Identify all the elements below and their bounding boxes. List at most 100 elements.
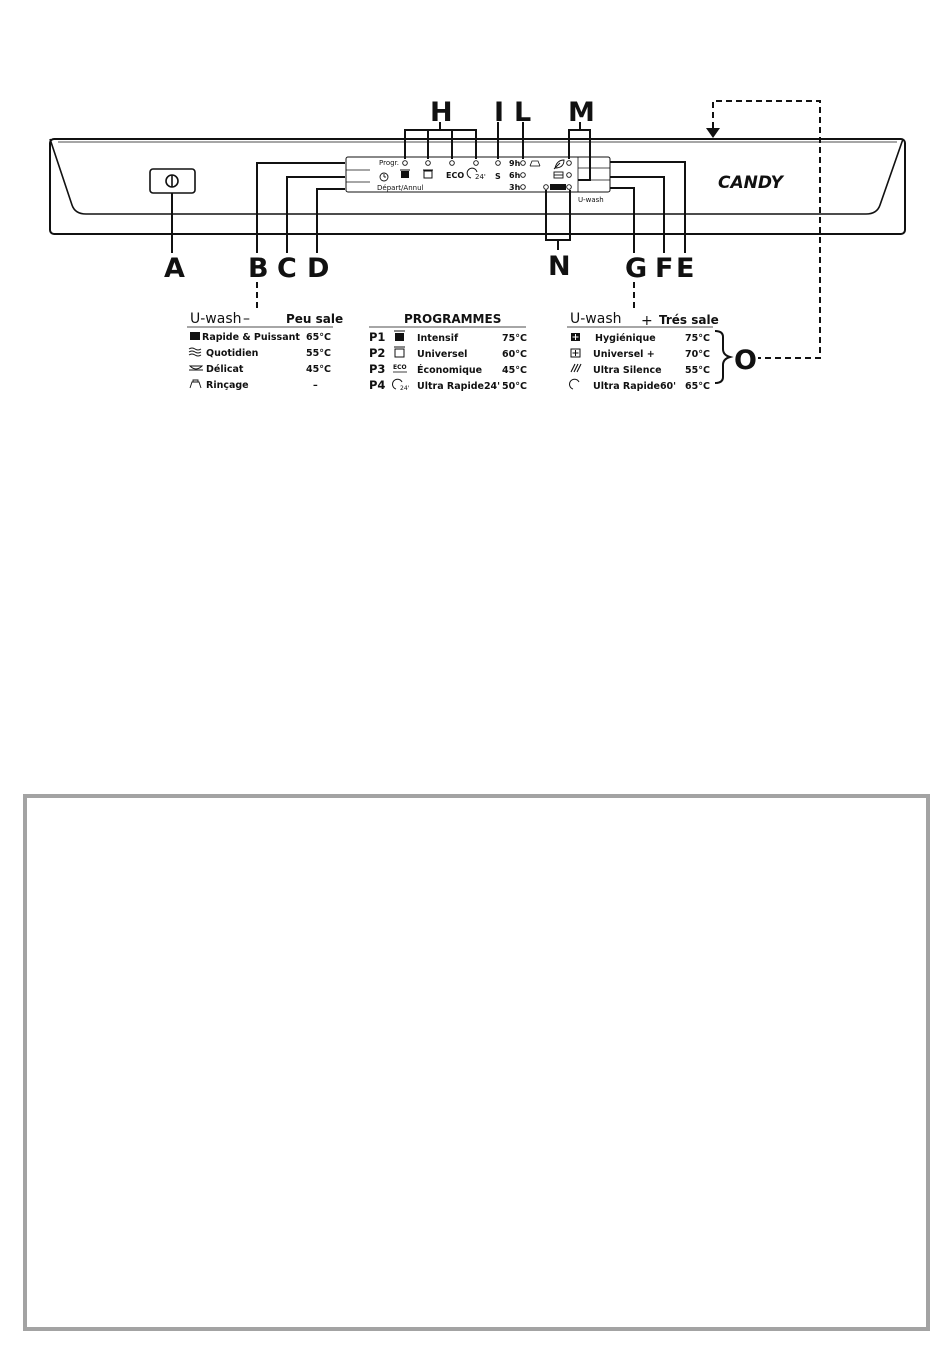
callout-n: N — [548, 251, 571, 282]
uwash-minus-title: U-wash — [190, 311, 242, 327]
universal-plus-icon — [570, 348, 581, 358]
svg-text:Ultra Silence: Ultra Silence — [593, 365, 662, 376]
pot-icon — [394, 330, 405, 341]
svg-text:Ultra Rapide60': Ultra Rapide60' — [593, 381, 676, 392]
table-uwash-minus: U-wash – Peu sale Rapide & Puissant 65°C… — [187, 311, 343, 391]
salt-icon: S — [495, 172, 501, 181]
clock-icon — [379, 172, 389, 182]
callout-e: E — [676, 253, 694, 284]
table-uwash-plus: U-wash + Trés sale Hygiénique 75°C Unive… — [567, 311, 734, 392]
table-row: Hygiénique 75°C — [571, 333, 710, 344]
svg-text:P1: P1 — [369, 330, 385, 344]
callout-b: B — [248, 253, 269, 284]
callout-m: M — [568, 97, 595, 128]
table-row: Délicat 45°C — [188, 364, 331, 375]
brace — [714, 330, 734, 384]
svg-text:–: – — [313, 380, 318, 391]
end-indicator-icon — [550, 184, 566, 190]
rinse-icon — [189, 379, 202, 389]
svg-text:24': 24' — [400, 385, 410, 392]
ultrarapid60-icon — [569, 378, 580, 390]
programmes-title: PROGRAMMES — [404, 312, 501, 326]
uwash-plus-sign: + — [641, 313, 653, 329]
svg-text:65°C: 65°C — [685, 381, 710, 392]
callout-i: I — [494, 97, 504, 128]
table-programmes: PROGRAMMES P1 Intensif 75°C P2 Universel… — [369, 312, 527, 392]
control-panel-diagram: Progr. Départ/Annul U-wash ECO 24' S 9h … — [49, 97, 906, 392]
silence-icon — [570, 363, 582, 373]
uwash-plus-title: U-wash — [570, 311, 622, 327]
table-row: Rinçage – — [189, 379, 318, 391]
program-indicator-leds — [402, 160, 572, 190]
table-row: P4 24' Ultra Rapide24' 50°C — [369, 378, 527, 392]
table-row: Universel + 70°C — [570, 348, 710, 360]
svg-text:Économique: Économique — [417, 364, 482, 376]
delay-3h-label: 3h — [509, 183, 521, 192]
svg-text:Quotidien: Quotidien — [206, 348, 259, 359]
callout-g: G — [625, 253, 647, 284]
power-button[interactable] — [149, 168, 196, 194]
callout-o: O — [734, 345, 757, 376]
callout-h: H — [430, 97, 453, 128]
notes-box — [23, 794, 930, 1331]
brand-logo: CANDY — [718, 173, 785, 193]
table-row: Ultra Rapide60' 65°C — [569, 378, 710, 392]
prog-button-label: Progr. — [379, 159, 399, 167]
svg-text:55°C: 55°C — [685, 365, 710, 376]
svg-text:P2: P2 — [369, 346, 385, 360]
table-row: P1 Intensif 75°C — [369, 330, 527, 344]
eco-icon: ECO — [393, 364, 407, 371]
uwash-plus-subtitle: Trés sale — [659, 313, 719, 327]
control-panel — [49, 138, 906, 235]
callout-c: C — [277, 253, 297, 284]
svg-text:Hygiénique: Hygiénique — [595, 333, 656, 344]
svg-text:24': 24' — [475, 173, 486, 181]
svg-text:45°C: 45°C — [502, 365, 527, 376]
svg-text:Délicat: Délicat — [206, 364, 244, 375]
svg-text:Intensif: Intensif — [417, 333, 459, 344]
cup-icon — [188, 365, 204, 371]
svg-text:50°C: 50°C — [502, 381, 527, 392]
svg-text:P3: P3 — [369, 362, 385, 376]
hygienic-icon — [571, 333, 580, 341]
svg-text:75°C: 75°C — [502, 333, 527, 344]
callout-a: A — [164, 253, 185, 284]
svg-text:55°C: 55°C — [306, 348, 331, 359]
ultrarapid-panel-icon: 24' — [466, 167, 486, 181]
svg-text:70°C: 70°C — [685, 349, 710, 360]
dashed-leaders — [256, 100, 821, 359]
universal-icon — [423, 169, 433, 179]
table-row: Ultra Silence 55°C — [570, 363, 710, 376]
svg-text:75°C: 75°C — [685, 333, 710, 344]
callout-l: L — [514, 97, 531, 128]
delay-6h-label: 6h — [509, 171, 521, 180]
delay-9h-label: 9h — [509, 159, 521, 168]
table-row: P3 ECO Économique 45°C — [369, 362, 527, 376]
ultrarapid24-icon: 24' — [392, 378, 410, 392]
pot-outline-icon — [394, 346, 405, 358]
leader-lines — [171, 122, 686, 253]
half-load-icon — [553, 171, 564, 179]
pot-icon — [190, 332, 200, 340]
leaf-icon — [553, 159, 565, 170]
callout-d: D — [307, 253, 329, 284]
svg-text:45°C: 45°C — [306, 364, 331, 375]
power-icon — [165, 174, 179, 188]
svg-text:Ultra Rapide24': Ultra Rapide24' — [417, 381, 500, 392]
svg-text:Universel: Universel — [417, 349, 467, 360]
uwash-minus-subtitle: Peu sale — [286, 312, 343, 326]
start-cancel-label: Départ/Annul — [377, 184, 424, 192]
table-row: Rapide & Puissant 65°C — [190, 332, 331, 343]
svg-text:P4: P4 — [369, 378, 385, 392]
intensive-icon — [400, 169, 410, 178]
table-row: P2 Universel 60°C — [369, 346, 527, 360]
svg-text:65°C: 65°C — [306, 332, 331, 343]
eco-icon: ECO — [446, 171, 464, 180]
svg-text:Rapide & Puissant: Rapide & Puissant — [202, 332, 300, 343]
svg-text:Universel +: Universel + — [593, 349, 655, 360]
waves-icon — [188, 347, 202, 357]
arrow-head — [706, 128, 720, 138]
uwash-panel-label: U-wash — [578, 196, 604, 204]
table-row: Quotidien 55°C — [188, 347, 331, 359]
rinse-aid-icon — [529, 160, 541, 167]
